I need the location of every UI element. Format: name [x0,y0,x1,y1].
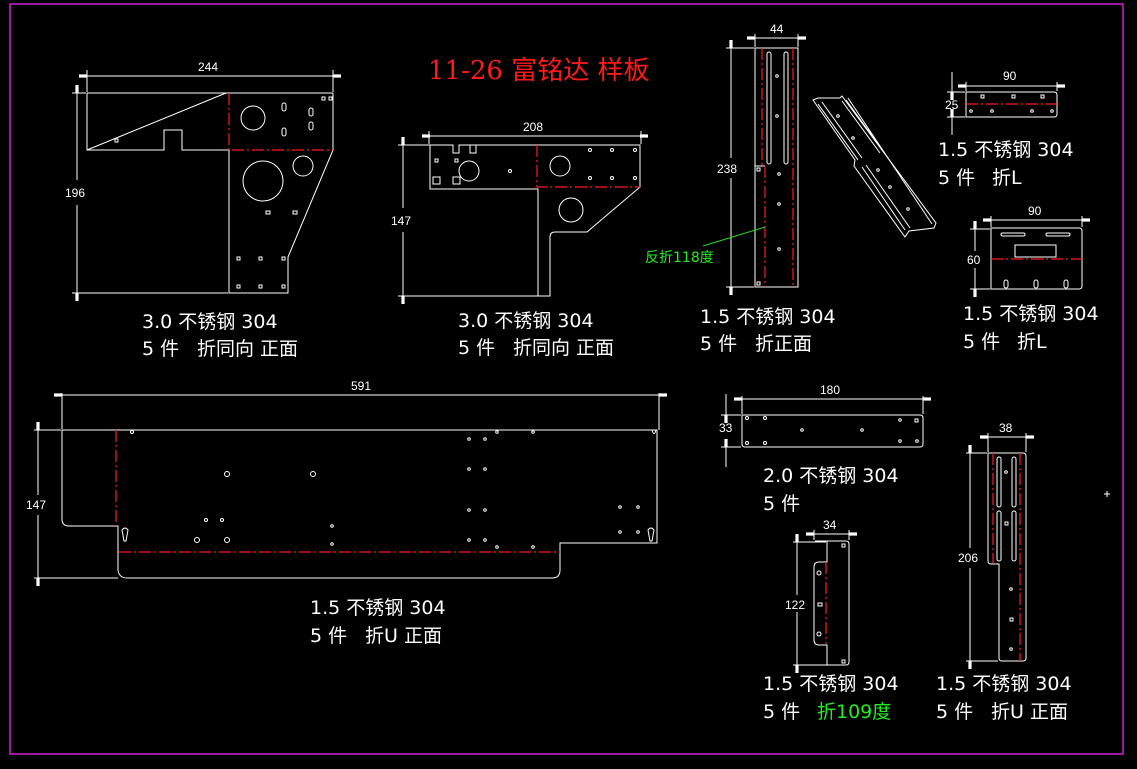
part-8-qty: 5 件 [763,701,800,723]
part-3[interactable]: 反折118度 44 238 1.5 不锈钢 304 5 件 折正面 [645,22,937,355]
part-7[interactable]: 180 33 2.0 不锈钢 304 5 件 [719,383,931,515]
part-9-height-dim: 206 [958,551,978,565]
part-5-process: 折L [1017,331,1047,353]
part-9-width-dim: 38 [999,421,1013,435]
part-3-width-dim: 44 [770,22,784,36]
part-5-qty: 5 件 [963,331,1000,353]
part-8-spec: 1.5 不锈钢 304 [763,673,899,695]
part-8-width-dim: 34 [823,518,837,532]
part-7-width-dim: 180 [820,383,840,397]
part-9-spec: 1.5 不锈钢 304 [936,673,1072,695]
part-3-note-leader [702,226,766,247]
part-2[interactable]: 208 147 3.0 不锈钢 304 5 件 折同向 正面 [391,120,648,359]
part-7-height-dim: 33 [719,421,733,435]
part-4-process: 折L [992,167,1022,189]
part-2-qty: 5 件 [458,337,495,359]
part-5-dimensions [970,216,1090,297]
part-3-process: 折正面 [755,333,812,355]
part-7-spec: 2.0 不锈钢 304 [763,465,899,487]
part-4-dimensions [947,72,1065,135]
part-2-outline [429,144,641,297]
part-2-process: 折同向 正面 [513,337,614,359]
part-4-spec: 1.5 不锈钢 304 [938,139,1074,161]
part-6-qty: 5 件 [310,625,347,647]
part-1-dimensions [72,70,341,301]
part-1[interactable]: 244 196 3.0 不锈钢 304 5 件 折同向 正面 [65,60,341,360]
part-6-spec: 1.5 不锈钢 304 [310,597,446,619]
part-1-spec: 3.0 不锈钢 304 [142,311,278,333]
part-7-dimensions [721,394,931,467]
part-1-height-dim: 196 [65,186,85,200]
part-9-dimensions [966,433,1034,669]
part-9-process: 折U 正面 [991,701,1068,723]
part-8-height-dim: 122 [785,598,805,612]
part-9-outline [987,452,1027,662]
part-5-height-dim: 60 [967,253,981,267]
part-7-outline [741,414,924,448]
part-3-outline [754,47,799,288]
drawing-title: 11-26 富铭达 样板 [428,56,649,86]
part-1-outline [86,92,334,294]
part-2-dimensions [398,131,648,304]
part-3-height-dim: 238 [717,162,737,176]
part-8[interactable]: 34 122 1.5 不锈钢 304 5 件 折109度 [763,518,899,723]
part-6-height-dim: 147 [26,498,46,512]
crosshair-cursor-icon [1104,491,1110,497]
part-8-outline [813,540,850,666]
part-2-spec: 3.0 不锈钢 304 [458,310,594,332]
part-6-dimensions [34,393,667,586]
part-4-qty: 5 件 [938,167,975,189]
drawing-frame [9,3,1124,755]
part-8-dimensions [793,530,857,673]
part-4[interactable]: 90 25 1.5 不锈钢 304 5 件 折L [938,69,1074,189]
part-2-height-dim: 147 [391,214,411,228]
part-1-qty: 5 件 [142,338,179,360]
part-5-outline [990,227,1083,290]
part-7-qty: 5 件 [763,493,800,515]
part-9-qty: 5 件 [936,701,973,723]
part-6-outline [61,429,658,579]
part-5[interactable]: 90 60 1.5 不锈钢 304 5 件 折L [963,204,1099,353]
part-4-width-dim: 90 [1003,69,1017,83]
part-3-qty: 5 件 [700,333,737,355]
part-9[interactable]: 38 206 1.5 不锈钢 304 5 件 折U 正面 [936,421,1072,723]
part-6-process: 折U 正面 [365,625,442,647]
part-2-width-dim: 208 [523,120,543,134]
part-3-bend-note: 反折118度 [645,250,714,266]
part-5-width-dim: 90 [1028,204,1042,218]
part-5-spec: 1.5 不锈钢 304 [963,303,1099,325]
part-3-spec: 1.5 不锈钢 304 [700,306,836,328]
part-4-outline [965,91,1058,118]
part-4-height-dim: 25 [945,98,959,112]
part-8-process: 折109度 [817,701,891,723]
part-1-process: 折同向 正面 [197,338,298,360]
part-3-dimensions [726,34,806,295]
part-3-3d-view [812,95,937,238]
part-1-width-dim: 244 [198,60,218,74]
part-6-width-dim: 591 [351,379,371,393]
part-6[interactable]: 591 147 1.5 不锈钢 304 5 件 折U 正面 [26,379,667,647]
